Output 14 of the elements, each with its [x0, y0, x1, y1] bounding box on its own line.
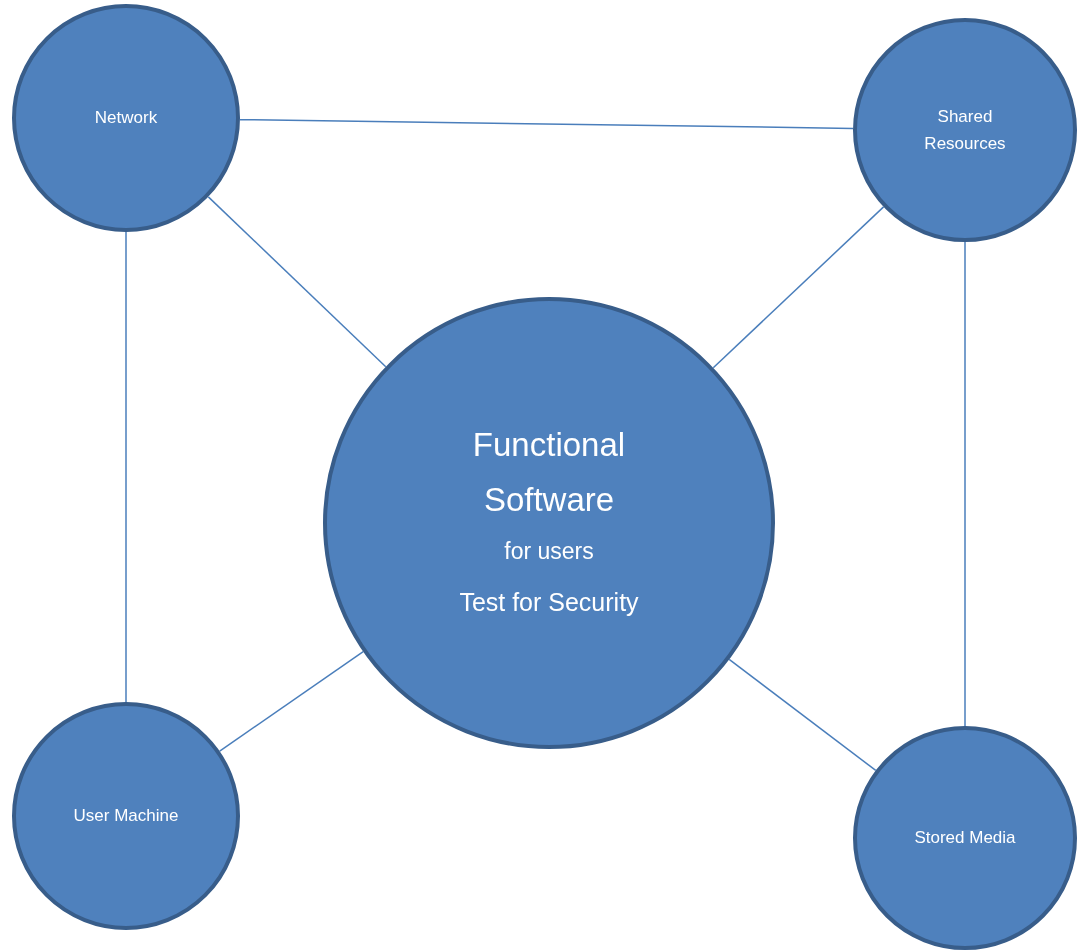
- node-label: Shared Resources: [923, 105, 1007, 155]
- connector-line: [712, 206, 885, 369]
- node-title: Functional Software: [471, 425, 627, 520]
- node-label: Stored Media: [914, 827, 1016, 850]
- connector-line: [728, 658, 877, 772]
- connector-line: [218, 650, 364, 752]
- connector-line: [207, 196, 387, 368]
- connector-line: [125, 231, 127, 703]
- connector-line: [964, 241, 966, 727]
- node-label: Network: [94, 107, 158, 130]
- node-label: for users: [504, 537, 594, 567]
- node-label: User Machine: [73, 805, 179, 828]
- node-label: Test for Security: [459, 586, 639, 618]
- connector-line: [239, 118, 854, 130]
